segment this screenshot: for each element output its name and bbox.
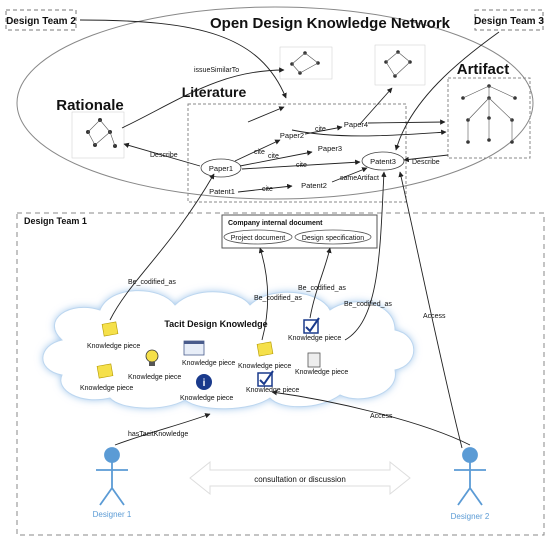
company-internal-document: Company internal document Project docume… [221, 214, 378, 249]
svg-text:issueSimilarTo: issueSimilarTo [194, 67, 239, 74]
literature-region [187, 103, 407, 203]
network-ellipse [16, 6, 534, 200]
node-patent3: Patent3 [361, 151, 405, 171]
rationale-graph-thumbnail [71, 111, 125, 159]
designer-1-label: Designer 1 [93, 510, 132, 519]
codification-labels: Be_codified_as Be_codified_as Be_codifie… [128, 279, 446, 438]
rationale-title: Rationale [56, 97, 124, 114]
knowledge-piece-lightbulb: Knowledge piece [128, 349, 181, 381]
svg-text:Patent3: Patent3 [370, 157, 396, 166]
node-paper1: Paper1 [200, 158, 242, 178]
svg-text:sameArtifact: sameArtifact [340, 175, 379, 182]
literature-title: Literature [182, 84, 247, 100]
project-document-label: Project document [231, 235, 286, 242]
knowledge-piece-checkbox-top: Knowledge piece [288, 317, 341, 342]
svg-text:Knowledge piece: Knowledge piece [87, 343, 140, 350]
svg-text:Access: Access [370, 413, 393, 420]
artifact-graph-thumbnail [461, 84, 517, 144]
literature-edges [79, 19, 500, 193]
node-patent2: Patent2 [301, 181, 327, 190]
design-team-1-label: Design Team 1 [24, 216, 87, 226]
svg-text:hasTacitKnowledge: hasTacitKnowledge [128, 431, 188, 438]
tacit-knowledge-cloud: Tacit Design Knowledge [42, 290, 415, 410]
design-team-2-box: Design Team 2 [5, 9, 77, 31]
svg-text:Knowledge piece: Knowledge piece [238, 363, 291, 370]
svg-text:Be_codified_as: Be_codified_as [298, 285, 346, 292]
info-icon [196, 374, 212, 390]
lightbulb-icon [145, 349, 159, 363]
design-specification-label: Design specification [302, 235, 364, 242]
svg-text:cite: cite [296, 162, 307, 169]
svg-text:Knowledge piece: Knowledge piece [246, 387, 299, 394]
knowledge-piece-2: Knowledge piece [80, 363, 133, 392]
artifact-region [447, 77, 531, 159]
node-patent1: Patent1 [209, 187, 235, 196]
consultation-arrow: consultation or discussion [189, 460, 411, 496]
edge-labels: issueSimilarTo cite cite cite cite cite … [150, 67, 440, 193]
svg-text:Describe: Describe [412, 159, 440, 166]
codification-edges [109, 171, 471, 449]
artifact-title: Artifact [457, 61, 510, 78]
knowledge-piece-document: Knowledge piece [295, 352, 348, 376]
knowledge-piece-info: i Knowledge piece [180, 374, 233, 402]
svg-text:Access: Access [423, 313, 446, 320]
designer-2-label: Designer 2 [451, 512, 490, 521]
graph-thumbnail-top [279, 46, 333, 80]
svg-text:consultation or discussion: consultation or discussion [254, 475, 346, 484]
graph-thumbnail-right [374, 44, 426, 86]
svg-text:Company internal document: Company internal document [228, 220, 323, 227]
svg-text:Knowledge piece: Knowledge piece [128, 374, 181, 381]
designer-1-figure [96, 447, 128, 506]
design-team-3-label: Design Team 3 [474, 16, 544, 27]
svg-text:Be_codified_as: Be_codified_as [254, 295, 302, 302]
designer-2-figure [454, 447, 486, 506]
tacit-title: Tacit Design Knowledge [164, 319, 267, 329]
svg-text:Describe: Describe [150, 152, 178, 159]
svg-text:cite: cite [315, 126, 326, 133]
design-team-2-label: Design Team 2 [6, 16, 76, 27]
svg-text:Knowledge piece: Knowledge piece [80, 385, 133, 392]
document-icon [307, 352, 321, 368]
knowledge-piece-1: Knowledge piece [87, 321, 140, 350]
knowledge-piece-calendar: Knowledge piece [182, 340, 235, 367]
design-team-3-box: Design Team 3 [474, 9, 544, 31]
node-paper3: Paper3 [318, 144, 342, 153]
svg-text:Knowledge piece: Knowledge piece [295, 369, 348, 376]
node-paper4: Paper4 [344, 120, 368, 129]
svg-text:cite: cite [254, 149, 265, 156]
svg-text:Knowledge piece: Knowledge piece [180, 395, 233, 402]
svg-text:Knowledge piece: Knowledge piece [288, 335, 341, 342]
design-team-1-region [16, 212, 545, 536]
svg-text:cite: cite [262, 186, 273, 193]
knowledge-piece-center: Knowledge piece [238, 341, 291, 370]
node-paper2: Paper2 [280, 131, 304, 140]
svg-text:Be_codified_as: Be_codified_as [128, 279, 176, 286]
svg-text:Be_codified_as: Be_codified_as [344, 301, 392, 308]
svg-text:Paper1: Paper1 [209, 164, 233, 173]
svg-text:Knowledge piece: Knowledge piece [182, 360, 235, 367]
network-title: Open Design Knowledge Network [210, 15, 451, 32]
svg-text:cite: cite [268, 153, 279, 160]
svg-text:i: i [203, 378, 206, 389]
